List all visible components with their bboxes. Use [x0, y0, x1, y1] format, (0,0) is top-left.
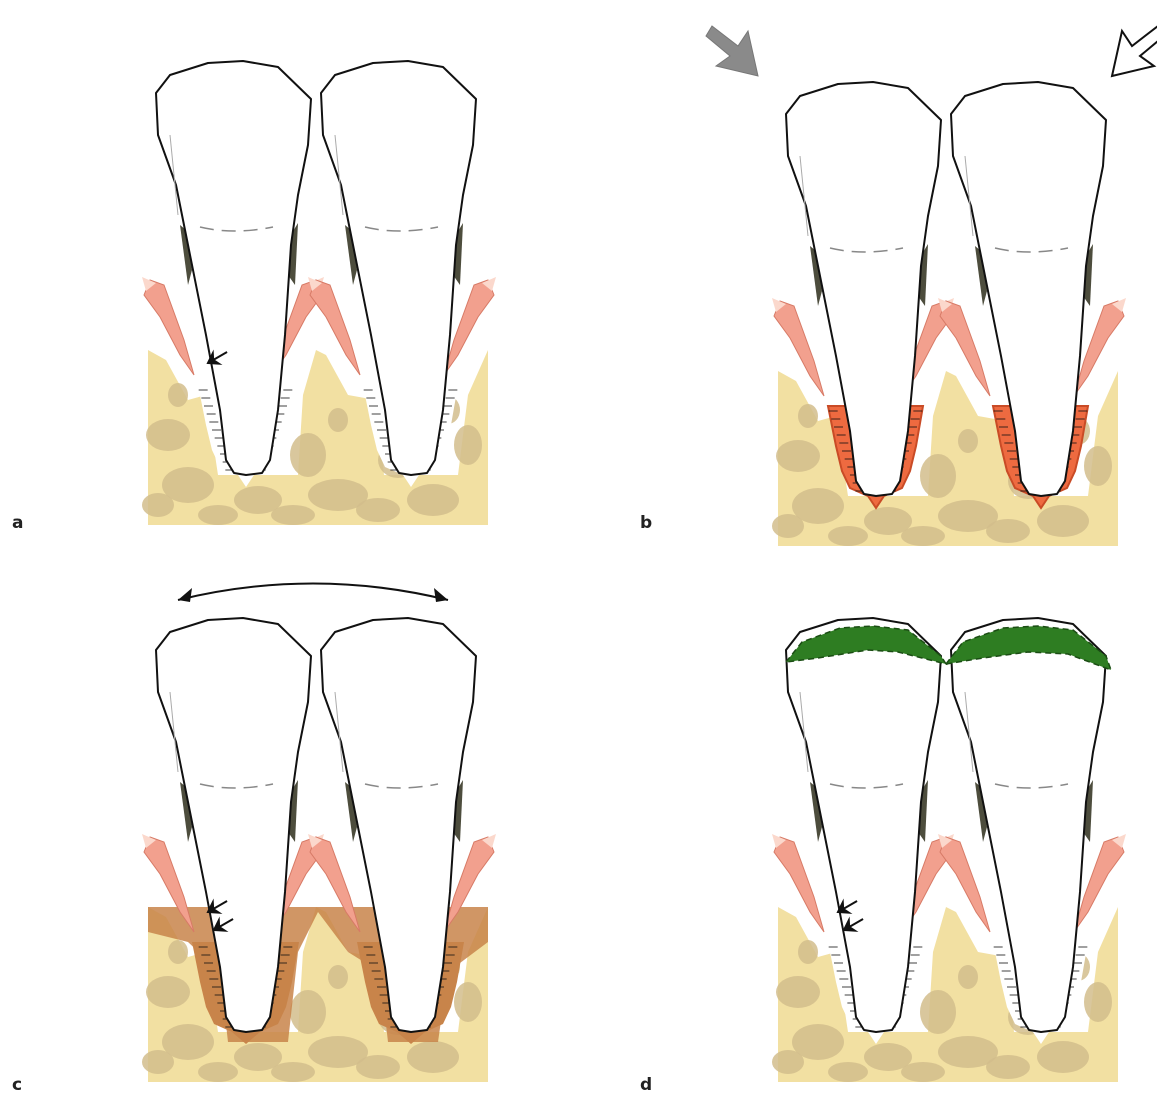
- force-arrow-filled-icon: [706, 26, 758, 76]
- bone-trabecula: [798, 940, 818, 964]
- bone-trabecula: [142, 1050, 174, 1074]
- panel-c: [142, 584, 496, 1083]
- panel-b: [706, 26, 1157, 546]
- bone-trabecula: [1037, 505, 1089, 537]
- panel-a: [142, 61, 496, 525]
- bone-trabecula: [271, 505, 315, 525]
- bone-trabecula: [168, 383, 188, 407]
- bone-trabecula: [454, 425, 482, 465]
- bone-trabecula: [328, 408, 348, 432]
- panel-label-a: a: [12, 513, 23, 533]
- bone-trabecula: [776, 440, 820, 472]
- force-arrow-outline-icon: [1112, 26, 1157, 76]
- bone-trabecula: [407, 1041, 459, 1073]
- panel-label-d: d: [640, 1075, 652, 1095]
- bone-trabecula: [146, 419, 190, 451]
- double-arrow-icon: [178, 584, 448, 603]
- bone-trabecula: [776, 976, 820, 1008]
- bone-trabecula: [146, 976, 190, 1008]
- panel-label-c: c: [12, 1075, 22, 1095]
- bone-trabecula: [198, 1062, 238, 1082]
- bone-trabecula: [798, 404, 818, 428]
- bone-trabecula: [828, 526, 868, 546]
- bone-trabecula: [168, 940, 188, 964]
- bone-trabecula: [356, 1055, 400, 1079]
- bone-trabecula: [1084, 982, 1112, 1022]
- double-arrow-curve: [178, 584, 448, 601]
- panel-label-b: b: [640, 513, 652, 533]
- bone-trabecula: [920, 990, 956, 1034]
- bone-trabecula: [290, 433, 326, 477]
- bone-trabecula: [454, 982, 482, 1022]
- bone-trabecula: [828, 1062, 868, 1082]
- bone-trabecula: [290, 990, 326, 1034]
- bone-trabecula: [901, 526, 945, 546]
- bone-trabecula: [772, 514, 804, 538]
- bone-trabecula: [1037, 1041, 1089, 1073]
- bone-trabecula: [142, 493, 174, 517]
- bone-trabecula: [958, 429, 978, 453]
- panel-d: [772, 618, 1126, 1082]
- bone-trabecula: [356, 498, 400, 522]
- bone-trabecula: [407, 484, 459, 516]
- double-arrow-head-right: [434, 588, 448, 602]
- bone-trabecula: [986, 1055, 1030, 1079]
- bone-trabecula: [271, 1062, 315, 1082]
- bone-trabecula: [958, 965, 978, 989]
- double-arrow-head-left: [178, 588, 192, 602]
- bone-trabecula: [901, 1062, 945, 1082]
- bone-trabecula: [986, 519, 1030, 543]
- bone-trabecula: [920, 454, 956, 498]
- bone-trabecula: [198, 505, 238, 525]
- bone-trabecula: [1084, 446, 1112, 486]
- bone-trabecula: [772, 1050, 804, 1074]
- bone-trabecula: [328, 965, 348, 989]
